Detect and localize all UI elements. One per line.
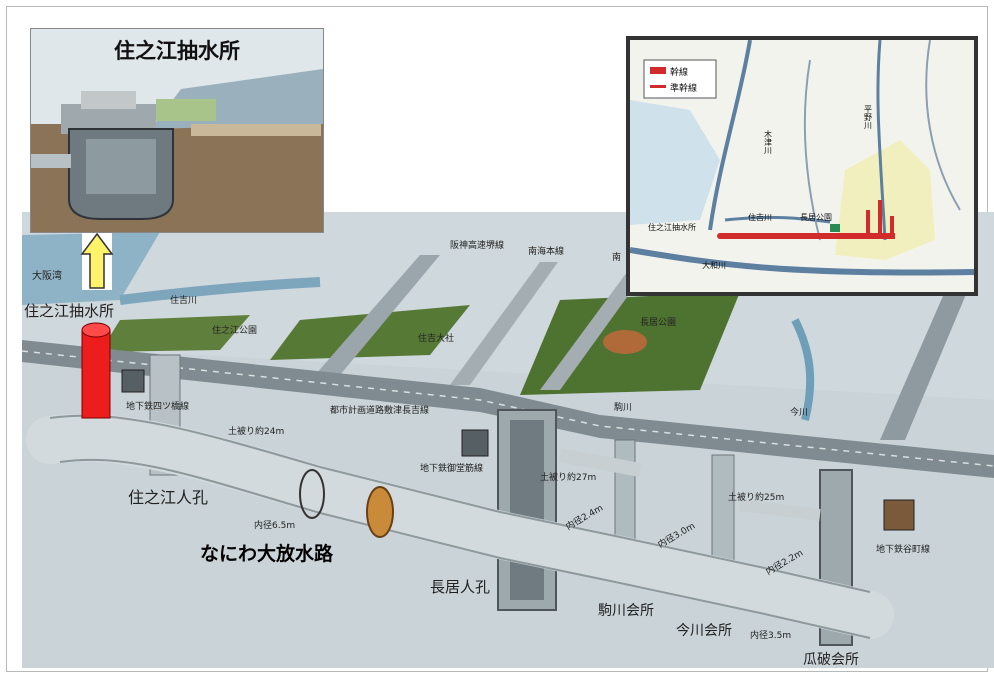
pump-station-illustration	[31, 29, 323, 232]
label-sumiyoshi-river: 住吉川	[170, 294, 197, 306]
yotsubashi-subway-box	[121, 369, 145, 393]
map-kizu-river	[708, 40, 752, 231]
label-yotsubashi-line: 地下鉄四ツ橋線	[126, 400, 189, 412]
map-label-sumie-pump: 住之江抽水所	[648, 222, 696, 232]
flow-up-arrow-icon	[80, 232, 114, 289]
location-map-inset: 幹線 準幹線 住之江抽水所 住吉川 長居公園 木津川 平野川 大和川	[626, 36, 978, 296]
imagawa-river-channel	[791, 318, 815, 421]
tanimachi-subway-box	[883, 499, 915, 531]
label-osaka-bay: 大阪湾	[32, 269, 62, 282]
map-label-sumiyoshi-river: 住吉川	[748, 212, 772, 222]
map-sea	[630, 100, 720, 225]
midosuji-subway-box	[461, 429, 489, 457]
tunnel-section-ring	[299, 469, 325, 519]
label-inner-3-5: 内径3.5m	[750, 629, 791, 641]
label-tanimachi-line: 地下鉄谷町線	[876, 543, 930, 555]
pump-station-inset: 住之江抽水所	[30, 28, 324, 233]
label-sumiyoshi-taisha: 住吉大社	[418, 332, 454, 344]
map-study-area	[835, 140, 935, 260]
naniwa-tunnel-lower-edge	[59, 458, 871, 639]
label-hanshin-expressway: 阪神高速堺線	[450, 239, 504, 251]
label-uriwari-junction: 瓜破会所	[803, 652, 859, 668]
label-nankai-short: 南	[612, 251, 621, 263]
sumiyoshi-river-channel	[119, 277, 321, 305]
label-sumie-park: 住之江公園	[212, 324, 257, 336]
label-naniwa-channel: なにわ大放水路	[200, 542, 334, 565]
map-label-kizu-river: 木津川	[764, 129, 773, 154]
label-cover-27: 土被り約27m	[540, 471, 596, 483]
map-legend-main: 幹線	[670, 66, 688, 78]
naniwa-tunnel	[26, 413, 894, 639]
map-trunk-line	[720, 233, 895, 239]
label-sumie-manhole: 住之江人孔	[128, 488, 208, 507]
sumie-park-block	[100, 315, 250, 352]
label-komagawa: 駒川	[614, 401, 632, 413]
nagai-stadium	[603, 330, 647, 354]
label-sumie-pump: 住之江抽水所	[24, 302, 114, 320]
map-yamato-river	[630, 247, 974, 276]
tunnel-segment-highlight	[366, 486, 394, 538]
city-road-centerline	[21, 350, 994, 467]
pump-shaft-red-top	[81, 322, 111, 338]
pump-shaft-red	[81, 329, 111, 419]
komagawa-branch-tunnel	[558, 448, 642, 477]
label-cover-25: 土被り約25m	[728, 491, 784, 503]
label-midosuji-line: 地下鉄御堂筋線	[420, 462, 483, 474]
rail-structure-3	[540, 268, 648, 390]
rail-structure-4	[880, 280, 972, 440]
label-city-road: 都市計画道路敷津長吉線	[330, 404, 429, 416]
label-imagawa: 今川	[790, 406, 808, 418]
map-label-yamato-river: 大和川	[702, 260, 726, 270]
pump-station-title: 住之江抽水所	[114, 39, 240, 63]
map-sumiyoshi-river	[724, 215, 831, 224]
nankai-line-structure	[450, 262, 558, 385]
imagawa-branch-tunnel	[739, 499, 821, 521]
map-legend-box	[643, 59, 717, 99]
map-hirano-river	[876, 40, 887, 241]
label-cover-24: 土被り約24m	[228, 425, 284, 437]
label-nankai-line: 南海本線	[528, 245, 564, 257]
hanshin-expressway-structure	[315, 255, 440, 375]
label-nagai-manhole: 長居人孔	[430, 578, 490, 596]
map-label-hirano-river: 平野川	[864, 105, 873, 129]
map-legend-sub: 準幹線	[670, 82, 697, 94]
map-label-nagai-park: 長居公園	[800, 213, 832, 222]
nagai-shaft-inner	[510, 420, 544, 600]
label-nagai-park: 長居公園	[640, 317, 676, 328]
label-inner-6-5: 内径6.5m	[254, 519, 295, 531]
location-map: 幹線 準幹線 住之江抽水所 住吉川 長居公園 木津川 平野川 大和川	[630, 40, 974, 292]
map-nagai-park-marker	[830, 224, 840, 232]
label-imagawa-junction: 今川会所	[676, 623, 732, 639]
label-komagawa-junction: 駒川会所	[598, 603, 654, 619]
